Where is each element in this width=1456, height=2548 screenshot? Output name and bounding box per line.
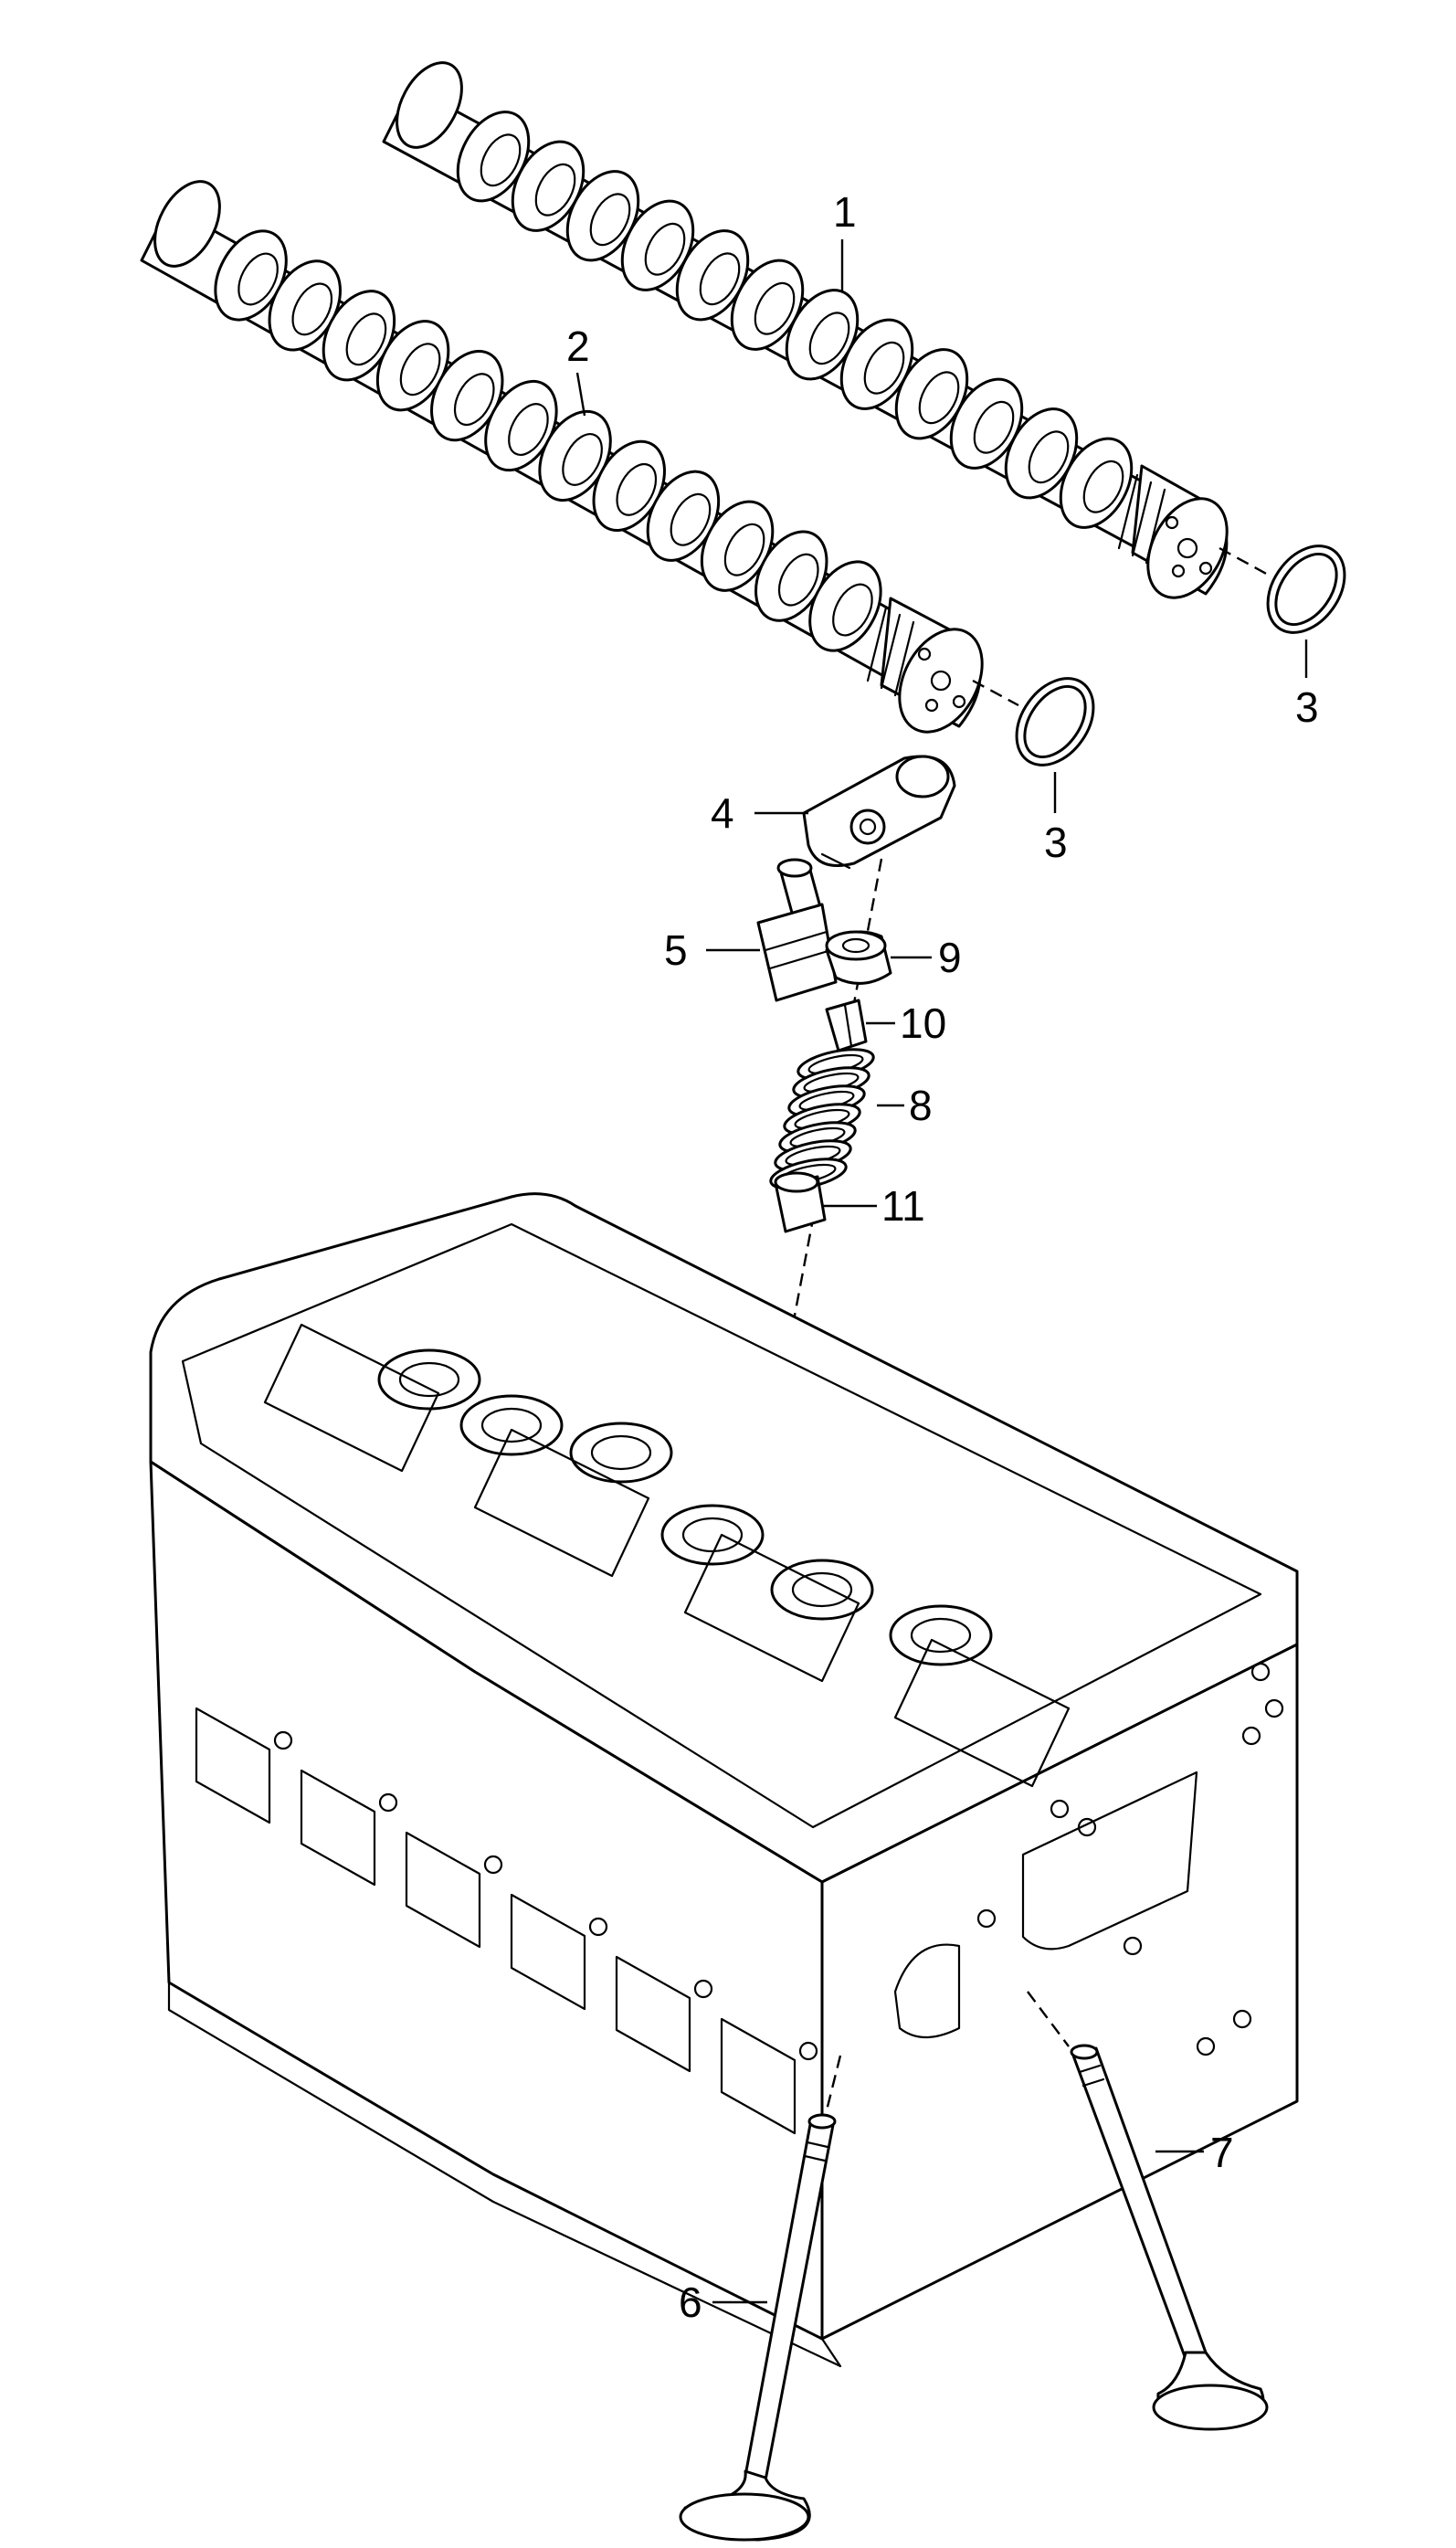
cam-lobe-face: [1082, 460, 1124, 513]
leader-lines: [575, 239, 1308, 2304]
bolt-hole: [1196, 2036, 1216, 2056]
cam-lobe-face: [616, 462, 658, 516]
valve-bore: [480, 1407, 543, 1443]
bolt-hole: [1250, 1662, 1271, 1682]
bolt-hole: [1241, 1726, 1261, 1746]
valve-bore: [398, 1361, 460, 1398]
cam-lobe-face: [644, 222, 686, 276]
bolt-hole: [273, 1730, 293, 1750]
cam-lobe-face: [723, 523, 765, 576]
callout-2: 2: [566, 322, 590, 370]
bolt-hole: [1123, 1936, 1143, 1956]
callout-labels: 1 2 3 3 4 5 6 7 8 9 10 11: [566, 188, 1319, 2326]
o-ring-lower: [972, 677, 1095, 767]
valve-chamber: [263, 1323, 440, 1473]
valve-bore: [910, 1617, 972, 1654]
cam-lobe-face: [699, 252, 741, 306]
port-opening: [510, 1893, 586, 2011]
callout-5: 5: [664, 926, 688, 974]
valve-intake: [679, 2055, 842, 2542]
valve-spring: [769, 1048, 875, 1190]
callout-8: 8: [909, 1082, 933, 1129]
cam-lobe-face: [453, 373, 495, 427]
valve-bore: [791, 1571, 853, 1608]
cam-lobe-face: [345, 312, 387, 366]
port-opening: [615, 1955, 691, 2073]
cam-bearing-boss: [770, 1559, 874, 1621]
callout-10: 10: [900, 999, 946, 1047]
bolt-hole: [1050, 1799, 1070, 1819]
cam-bearing-boss: [889, 1604, 993, 1666]
cam-lobes: [214, 111, 1134, 652]
rocker-arm: [802, 755, 956, 870]
cam-bearing-boss: [459, 1394, 564, 1456]
callout-3-lower: 3: [1044, 819, 1068, 866]
bolt-hole: [1232, 2009, 1252, 2029]
cam-lobe-face: [777, 553, 819, 607]
valve-chamber: [683, 1533, 860, 1683]
bolt-hole: [693, 1979, 713, 1999]
callout-4: 4: [711, 789, 734, 837]
bolt-hole: [798, 2041, 818, 2061]
port-opening: [195, 1707, 271, 1824]
callout-1: 1: [833, 188, 857, 236]
o-ring-upper: [1219, 544, 1346, 634]
cam-lobe-face: [480, 133, 522, 187]
valve-chamber: [473, 1428, 650, 1578]
cylinder-head: [149, 1192, 1299, 2368]
bolt-hole: [483, 1855, 503, 1875]
cam-lobe-face: [562, 433, 603, 486]
cam-lobe-face: [508, 403, 549, 456]
cam-lobe-face: [808, 312, 850, 365]
bolt-hole: [976, 1908, 997, 1929]
valve-chamber: [893, 1638, 1071, 1788]
cam-lobe-face: [534, 163, 576, 217]
port-opening: [300, 1769, 376, 1887]
cam-lobe-face: [291, 282, 333, 336]
callout-6: 6: [679, 2278, 702, 2326]
valve-bore: [681, 1517, 744, 1553]
cam-lobe-face: [670, 492, 712, 546]
callout-3-upper: 3: [1295, 683, 1319, 731]
callout-9: 9: [938, 934, 962, 981]
cam-lobe-face: [754, 281, 796, 335]
bolt-hole: [588, 1917, 608, 1937]
cam-lobe-face: [918, 371, 960, 425]
bolt-hole: [1077, 1817, 1097, 1837]
cam-lobe-face: [1028, 430, 1070, 484]
valve-bore: [590, 1434, 652, 1471]
cam-lobe-face: [589, 193, 631, 247]
port-opening: [405, 1831, 481, 1949]
hydraulic-lifter: [756, 858, 838, 1002]
cam-bearing-boss: [569, 1422, 673, 1484]
spring-retainer: [825, 930, 892, 985]
cam-bearing-boss: [660, 1504, 765, 1566]
cam-lobe-face: [399, 343, 441, 396]
bolt-hole: [378, 1792, 398, 1813]
port-opening: [720, 2017, 797, 2135]
cam-lobe-face: [863, 341, 905, 395]
cam-lobe-face: [237, 252, 279, 306]
cam-lobe-face: [832, 583, 873, 637]
callout-7: 7: [1210, 2129, 1234, 2176]
callout-11: 11: [881, 1182, 925, 1230]
cam-lobe-face: [973, 400, 1015, 454]
valve-keys: [825, 999, 868, 1052]
cam-bearing-boss: [377, 1348, 481, 1411]
valve-stem-seal: [774, 1171, 827, 1233]
valve-exhaust: [1027, 1991, 1269, 2431]
bolt-hole: [1264, 1698, 1284, 1718]
